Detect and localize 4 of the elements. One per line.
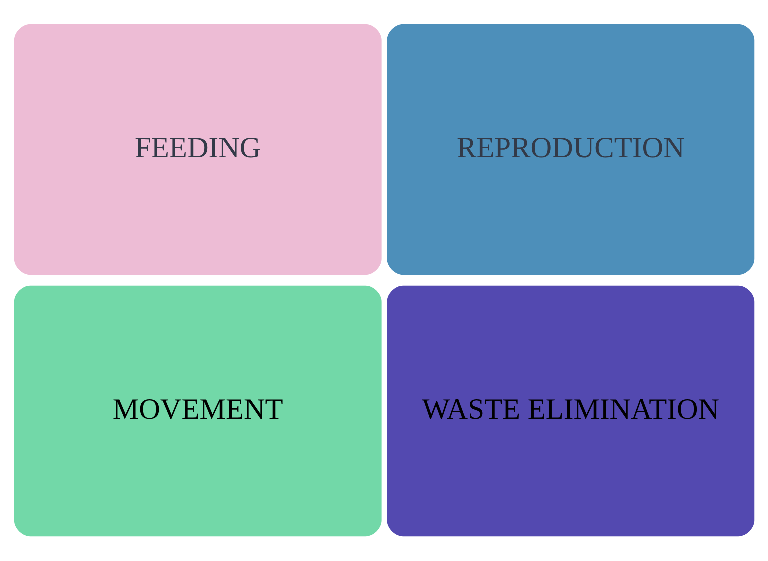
node-box: WASTE ELIMINATION: [386, 286, 754, 537]
node-box: REPRODUCTION: [386, 24, 754, 276]
node-box: MOVEMENT: [14, 286, 382, 537]
node-box: FEEDING: [14, 24, 382, 276]
